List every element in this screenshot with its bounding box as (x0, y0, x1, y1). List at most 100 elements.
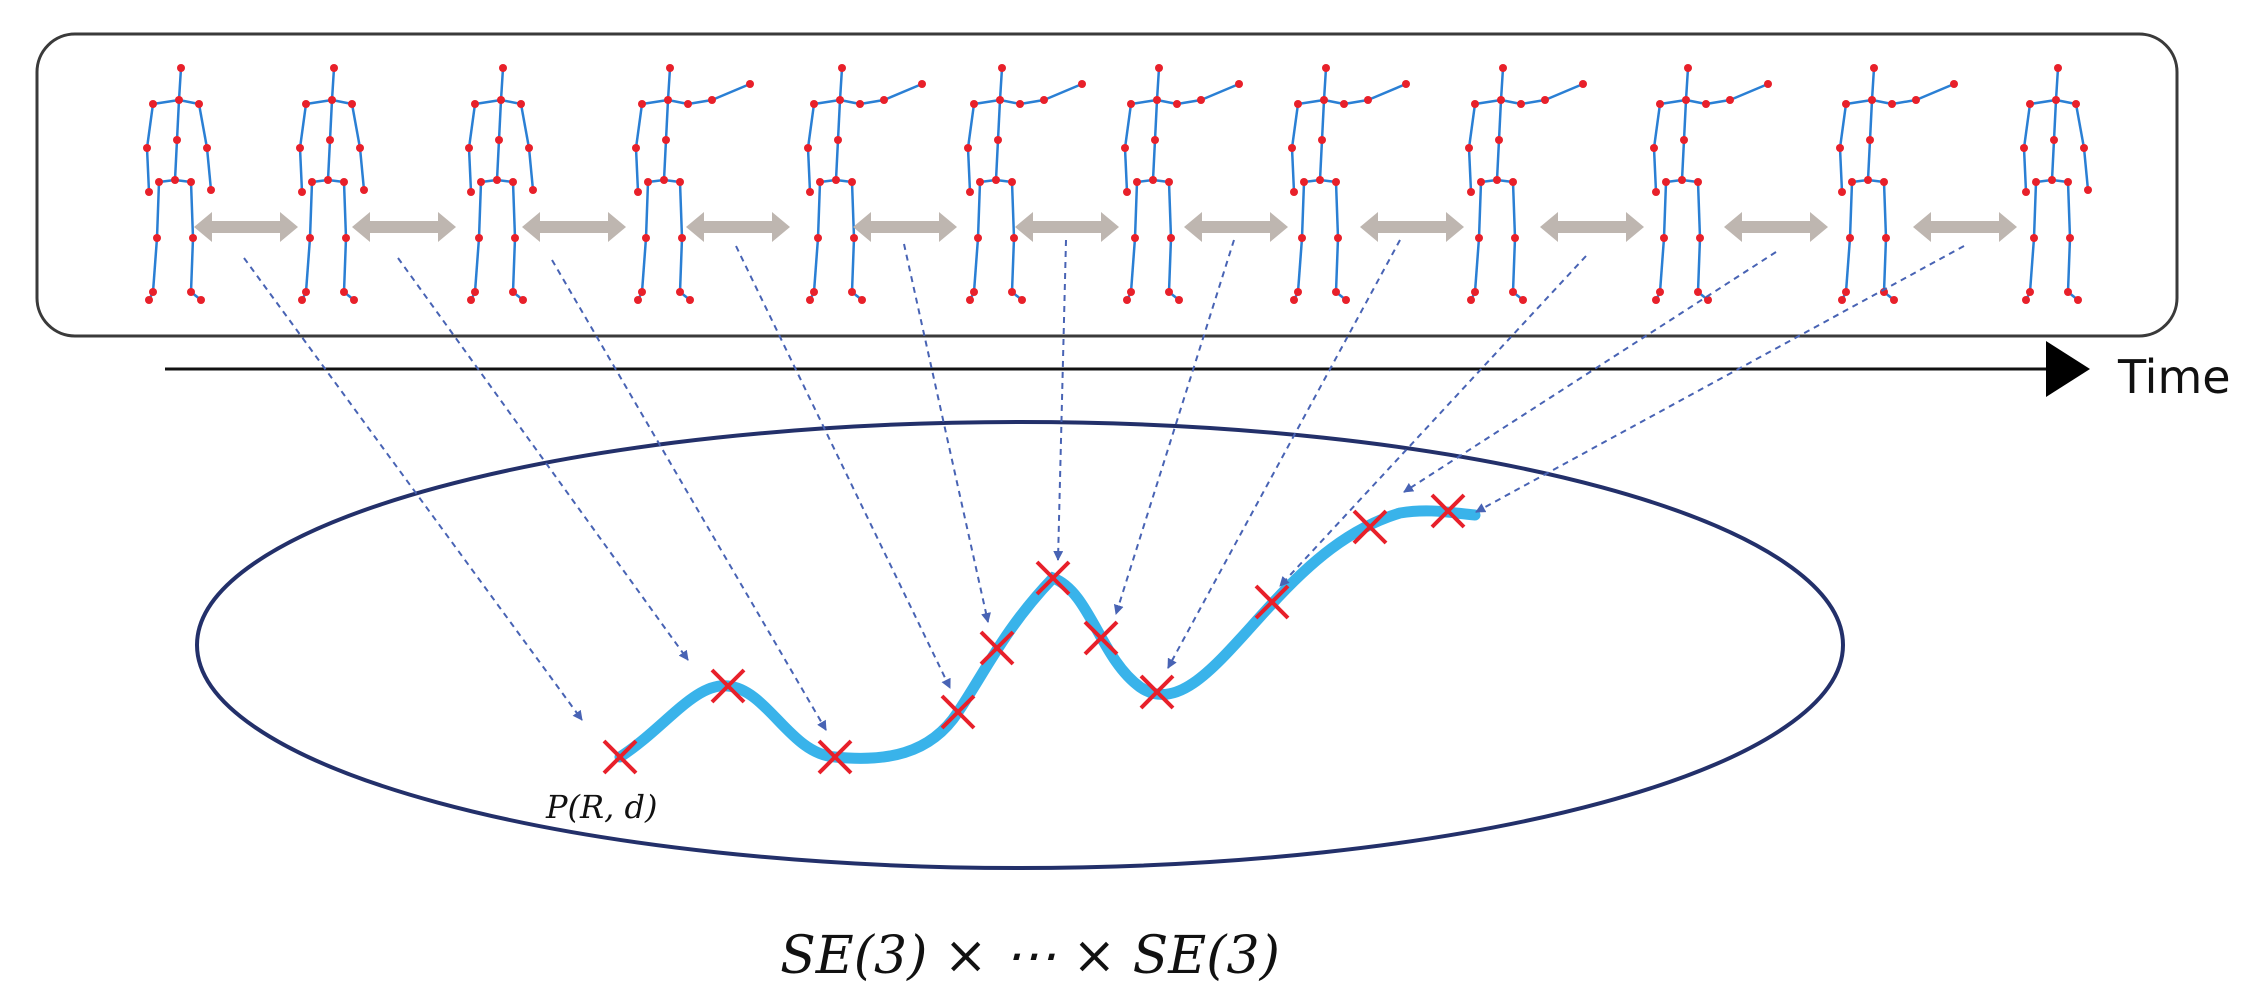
skeleton-bone (711, 82, 751, 102)
skeleton-bone (2022, 147, 2028, 193)
skeleton-joint (638, 100, 646, 108)
skeleton-frame-12 (2020, 64, 2092, 304)
skeleton-bone (1511, 181, 1517, 239)
skeleton-frame-4 (632, 64, 754, 304)
skeleton-joint (746, 80, 754, 88)
skeleton-joint (966, 296, 974, 304)
skeleton-joint (660, 176, 668, 184)
skeleton-joint (1662, 178, 1670, 186)
skeleton-joint (1493, 176, 1501, 184)
skeleton-bone (511, 237, 517, 293)
skeleton-bone (1838, 147, 1844, 193)
skeleton-joint (1888, 100, 1896, 108)
skeleton-joint (2032, 178, 2040, 186)
transition-double-arrow (686, 212, 790, 242)
skeleton-joint (348, 100, 356, 108)
skeleton-joint (1149, 176, 1157, 184)
skeleton-joint (1684, 64, 1692, 72)
skeleton-joint (306, 234, 314, 242)
mapping-arrow (1167, 239, 1401, 669)
skeleton-joint (1471, 100, 1479, 108)
skeleton-joint (966, 188, 974, 196)
skeleton-joint (149, 288, 157, 296)
skeleton-joint (203, 144, 211, 152)
skeleton-bone (1477, 181, 1483, 239)
skeleton-joint (330, 64, 338, 72)
skeleton-joint (342, 234, 350, 242)
skeleton-sequence-frame (35, 32, 2179, 338)
skeleton-joint (1334, 234, 1342, 242)
skeleton-joint (2064, 178, 2072, 186)
skeleton-bone (1320, 99, 1326, 141)
skeleton-bone (1696, 181, 1702, 239)
skeleton-joint (143, 144, 151, 152)
skeleton-bone (1343, 98, 1369, 106)
skeleton-joint (324, 176, 332, 184)
skeleton-bone (145, 103, 155, 149)
skeleton-bone (205, 147, 213, 191)
skeleton-joint (187, 288, 195, 296)
skeleton-bone (666, 67, 672, 101)
skeleton-joint (149, 100, 157, 108)
skeleton-bone (474, 98, 502, 106)
skeleton-joint (1652, 296, 1660, 304)
skeleton-joint (2026, 288, 2034, 296)
skeleton-bone (1511, 237, 1517, 293)
skeleton-bone (966, 103, 976, 149)
skeleton-bone (859, 98, 885, 106)
skeleton-joint (918, 80, 926, 88)
skeleton-joint (2064, 288, 2072, 296)
pose-point-marker (1083, 620, 1119, 656)
skeleton-joint (1846, 234, 1854, 242)
skeleton-joint (145, 188, 153, 196)
pose-point-marker (1139, 674, 1175, 710)
skeleton-bone (173, 139, 179, 181)
skeleton-bone (189, 237, 195, 293)
skeleton-joint (976, 178, 984, 186)
skeleton-joint (2084, 186, 2092, 194)
skeleton-bone (477, 181, 483, 239)
skeleton-joint (856, 100, 864, 108)
skeleton-bone (1915, 82, 1955, 102)
skeleton-joint (1519, 296, 1527, 304)
skeleton-bone (994, 139, 1000, 181)
skeleton-joint (1912, 96, 1920, 104)
transition-double-arrow (1913, 212, 2017, 242)
skeleton-bone (1290, 103, 1300, 149)
skeleton-joint (471, 288, 479, 296)
skeleton-frame-6 (964, 64, 1086, 304)
skeleton-joint (1294, 100, 1302, 108)
skeleton-bone (1151, 139, 1157, 181)
skeleton-joint (1290, 188, 1298, 196)
skeleton-bone (1123, 147, 1129, 193)
skeleton-joint (996, 96, 1004, 104)
time-axis-arrowhead (2046, 341, 2090, 397)
skeleton-bone (678, 237, 684, 293)
skeleton-joint (1764, 80, 1772, 88)
skeleton-bone (1499, 67, 1505, 101)
skeleton-bone (1130, 98, 1158, 106)
skeleton-bone (1200, 82, 1240, 102)
skeleton-bone (1520, 98, 1546, 106)
skeleton-bone (330, 67, 336, 101)
skeleton-joint (836, 96, 844, 104)
skeleton-bone (1705, 98, 1731, 106)
skeleton-joint (302, 288, 310, 296)
skeleton-bone (806, 147, 812, 193)
skeleton-sequence (143, 64, 2092, 304)
skeleton-joint (2074, 296, 2082, 304)
skeleton-joint (1173, 100, 1181, 108)
skeleton-joint (810, 100, 818, 108)
skeleton-joint (1197, 96, 1205, 104)
skeleton-joint (1332, 178, 1340, 186)
skeleton-joint (1235, 80, 1243, 88)
skeleton-bone (1167, 181, 1173, 239)
skeleton-joint (1364, 96, 1372, 104)
skeleton-joint (509, 288, 517, 296)
skeleton-joint (517, 100, 525, 108)
pose-point-marker (1352, 509, 1388, 545)
pose-point-marker (940, 694, 976, 730)
skeleton-joint (1288, 144, 1296, 152)
mapping-arrow (243, 257, 583, 721)
skeleton-bone (2066, 181, 2072, 239)
